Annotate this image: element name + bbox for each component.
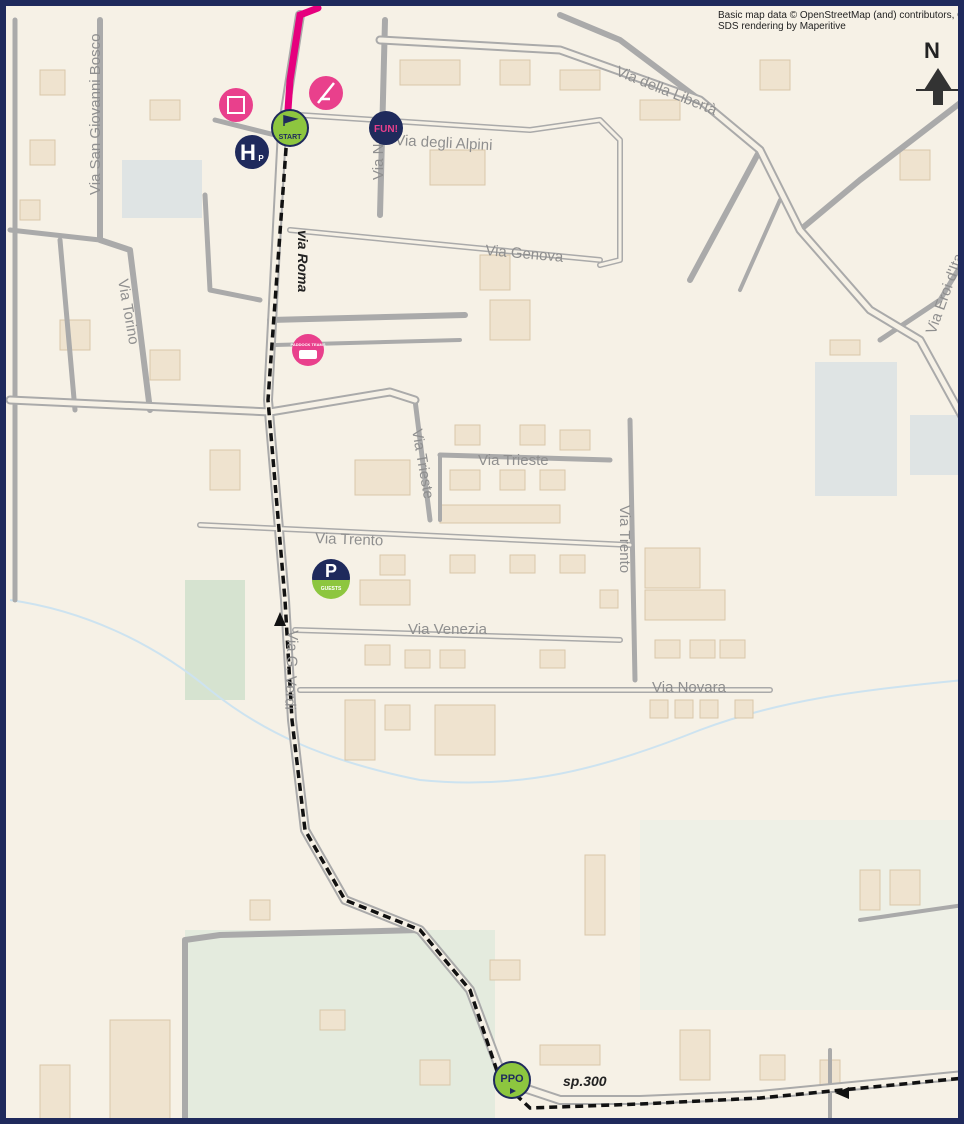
label-via-san-giovanni-bosco: Via San Giovanni Bosco — [87, 34, 104, 196]
field-area — [185, 580, 245, 700]
label-via-trieste: Via Trieste — [478, 452, 549, 469]
svg-text:FUN!: FUN! — [374, 124, 398, 135]
label-via-venezia: Via Venezia — [408, 621, 488, 638]
marker-paddock[interactable]: PADDOCK TEAMS — [290, 334, 326, 366]
marker-fun[interactable]: FUN! — [369, 111, 403, 145]
north-arrow: N — [916, 38, 960, 105]
label-via-eroi: Via Eroi d'Ita — [923, 251, 964, 337]
marker-parking-guests[interactable]: P GUESTS — [312, 559, 350, 599]
north-label: N — [924, 38, 940, 63]
svg-text:START: START — [279, 134, 303, 141]
road-fills — [7, 12, 964, 1103]
arrow-right-icon — [510, 1088, 516, 1094]
truck-icon — [299, 350, 317, 359]
label-via-trieste-vertical: Via Trieste — [408, 428, 437, 500]
svg-text:GUESTS: GUESTS — [321, 586, 342, 592]
sports-area — [910, 415, 960, 475]
north-arrow-icon — [924, 68, 952, 105]
hand-icon — [227, 96, 245, 114]
svg-text:PPO: PPO — [500, 1073, 524, 1085]
field-area — [122, 160, 202, 218]
marker-signing-pink[interactable] — [309, 76, 343, 110]
label-via-giuseppe-verdi: Via G. Verdi — [281, 630, 301, 710]
label-via-roma: via Roma — [295, 230, 311, 292]
marker-heliport[interactable]: H P — [235, 135, 269, 169]
route-arrow-icon — [835, 1087, 849, 1099]
label-via-trento: Via Trento — [315, 530, 384, 549]
svg-text:P: P — [258, 154, 264, 163]
race-route — [266, 134, 964, 1110]
buildings — [19, 59, 931, 1121]
pen-icon — [317, 82, 335, 104]
label-via-genova: Via Genova — [485, 242, 565, 266]
marker-start[interactable]: START — [271, 109, 309, 147]
stream — [9, 599, 964, 784]
svg-text:H: H — [240, 140, 256, 165]
route-arrow-icon — [274, 612, 286, 626]
route-start-segment — [283, 4, 322, 129]
marker-ppo[interactable]: PPO — [493, 1061, 531, 1099]
flag-icon — [283, 115, 299, 126]
map-attribution-renderer: SDS rendering by Maperitive — [718, 21, 846, 32]
park-area — [640, 820, 964, 1010]
marker-photo-pink[interactable] — [219, 88, 253, 122]
svg-text:P: P — [325, 561, 337, 581]
svg-text:PADDOCK TEAMS: PADDOCK TEAMS — [290, 342, 325, 347]
map-attribution: Basic map data © OpenStreetMap (and) con… — [718, 10, 964, 21]
label-via-degli-alpini: Via degli Alpini — [395, 132, 493, 154]
sports-area — [815, 362, 897, 496]
label-via-novara: Via Novara — [652, 679, 727, 696]
label-via-trento-vertical: Via Trento — [616, 505, 633, 573]
label-sp300: sp.300 — [563, 1073, 607, 1089]
